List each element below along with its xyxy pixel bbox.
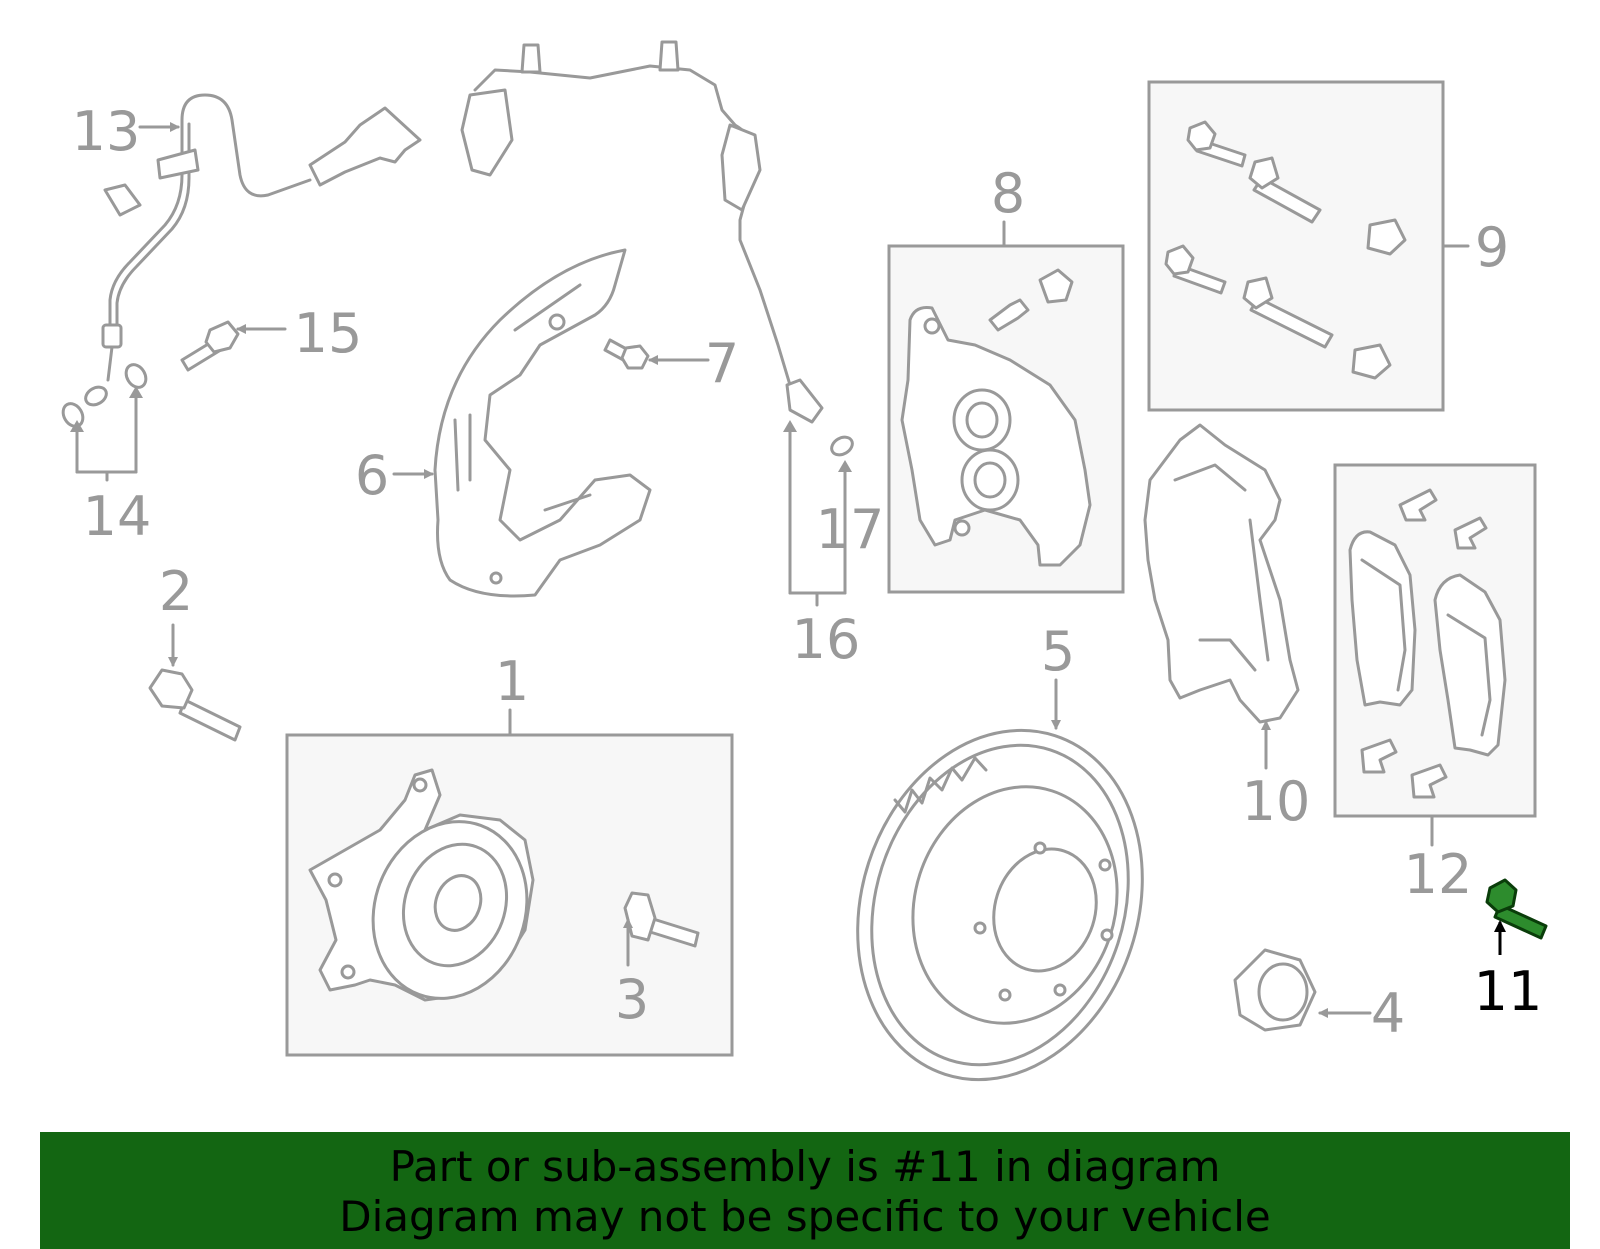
callout-4: 4 [1371,982,1405,1045]
caliper-bracket-part [1143,423,1300,724]
brake-rotor-part [856,728,1144,1082]
callout-8: 8 [991,162,1025,225]
hub-nut-part [1233,948,1317,1032]
dust-shield-part [433,248,652,598]
washer-parts [61,363,148,428]
callout-labels: 1 2 3 4 5 6 7 8 9 10 11 12 13 14 15 16 1… [72,100,1543,1045]
hub-assembly-part [308,768,535,1002]
callout-16: 16 [792,608,861,671]
parts-diagram: 1 2 3 4 5 6 7 8 9 10 11 12 13 14 15 16 1… [61,40,1548,1082]
caliper-part [900,268,1092,567]
caliper-hardware-parts [1164,120,1407,380]
callout-2: 2 [159,560,193,623]
callout-9: 9 [1475,216,1509,279]
washer-17-part [830,435,854,457]
highlighted-bolt-part[interactable] [1485,878,1548,940]
callout-11: 11 [1474,960,1543,1023]
callout-13: 13 [72,100,141,163]
brake-hose-part [84,93,422,407]
wheel-stud-part [623,891,700,948]
brake-pads-parts [1348,488,1507,799]
bolt-15-part [180,320,240,372]
callout-1: 1 [495,650,529,713]
callout-5: 5 [1041,620,1075,683]
bolt-2-part [148,668,242,742]
leader-lines [70,122,1506,1018]
bolt-7-part [603,338,650,370]
callout-7: 7 [705,332,739,395]
info-banner: Part or sub-assembly is #11 in diagram D… [40,1132,1570,1249]
callout-10: 10 [1242,770,1311,833]
banner-line-disclaimer: Diagram may not be specific to your vehi… [339,1192,1271,1241]
callout-6: 6 [355,444,389,507]
callout-14: 14 [83,485,152,548]
banner-line-part-number: Part or sub-assembly is #11 in diagram [389,1142,1221,1191]
abs-sensor-part [460,40,824,424]
callout-12: 12 [1404,843,1473,906]
callout-3: 3 [615,968,649,1031]
callout-17: 17 [816,498,885,561]
callout-15: 15 [294,302,363,365]
